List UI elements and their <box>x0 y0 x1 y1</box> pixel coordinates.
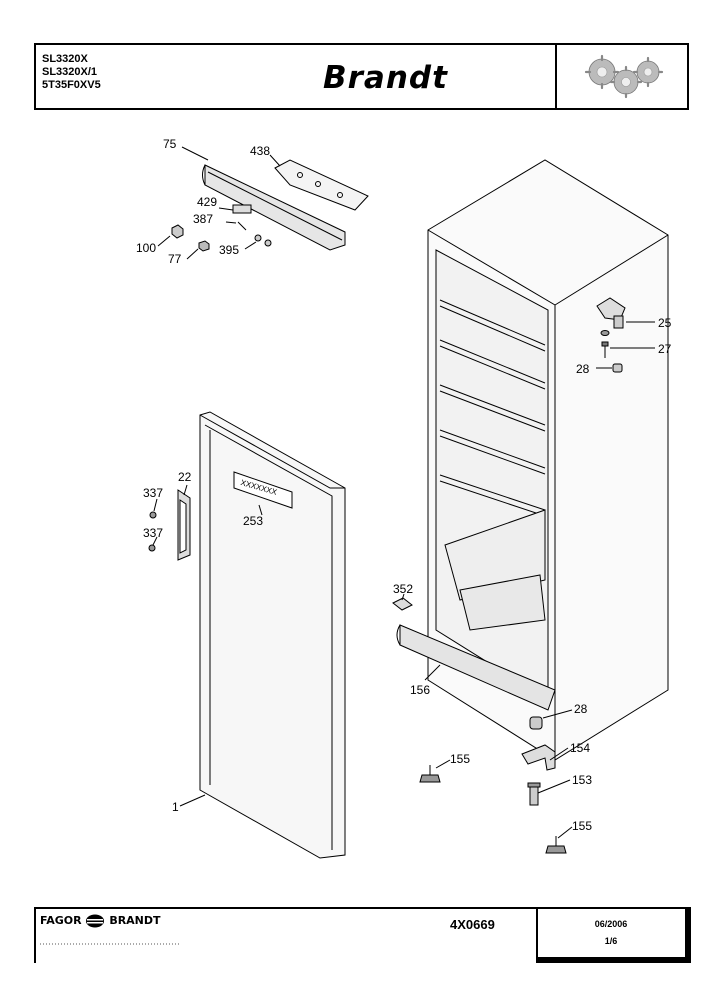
company-logo: FAGOR BRANDT <box>40 914 161 928</box>
document-date: 06/2006 <box>594 919 628 929</box>
model-code: 5T35F0XV5 <box>42 79 101 91</box>
part-label-22: 22 <box>178 470 192 484</box>
part-label-438: 438 <box>250 144 271 158</box>
part-label-28: 28 <box>574 702 588 716</box>
part-label-429: 429 <box>197 195 218 209</box>
part-label-154: 154 <box>570 741 591 755</box>
part-label-100: 100 <box>136 241 157 255</box>
part-label-253: 253 <box>243 514 264 528</box>
model-code: SL3320X/1 <box>42 66 98 78</box>
part-label-28: 28 <box>576 362 590 376</box>
page-number: 1/6 <box>604 936 618 946</box>
part-label-75: 75 <box>163 137 177 151</box>
footer-date-box <box>536 907 691 963</box>
gears-logo-icon <box>564 50 680 103</box>
part-label-77: 77 <box>168 252 182 266</box>
part-label-153: 153 <box>572 773 593 787</box>
title-block-header <box>34 43 689 110</box>
part-label-155: 155 <box>450 752 471 766</box>
part-label-1: 1 <box>172 800 179 814</box>
company-name: FAGOR <box>40 914 82 927</box>
title-block-footer <box>34 907 689 963</box>
document-reference: 4X0669 <box>450 917 495 932</box>
part-label-337: 337 <box>143 486 164 500</box>
dotted-rule <box>40 943 180 945</box>
model-code: SL3320X <box>42 53 88 65</box>
company-name-2: BRANDT <box>109 914 161 927</box>
brand-name: Brandt <box>323 60 448 96</box>
part-label-352: 352 <box>393 582 414 596</box>
model-list: SL3320X SL3320X/1 5T35F0XV5 <box>42 53 101 92</box>
part-label-27: 27 <box>658 342 672 356</box>
fagor-brandt-emblem-icon <box>86 914 105 928</box>
part-label-156: 156 <box>410 683 431 697</box>
part-label-337: 337 <box>143 526 164 540</box>
header-divider <box>555 43 557 110</box>
part-label-25: 25 <box>658 316 672 330</box>
part-label-387: 387 <box>193 212 214 226</box>
part-label-395: 395 <box>219 243 240 257</box>
part-label-155: 155 <box>572 819 593 833</box>
